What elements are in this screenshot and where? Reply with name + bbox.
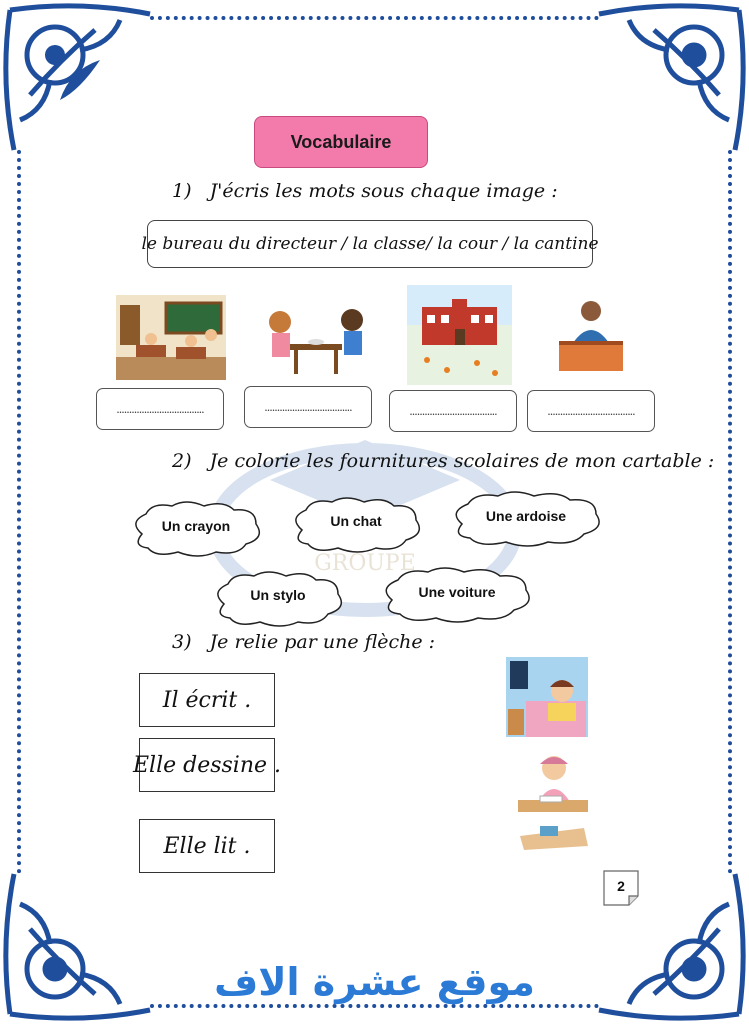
answer-box-3[interactable]: ................................... [389,390,517,432]
page-number: 2 [617,878,625,894]
answer-box-2[interactable]: ................................... [244,386,372,428]
cloud-shape [295,497,421,553]
cloud-shape [455,491,600,547]
question-2-number: 2) [172,450,192,472]
cloud-label: Un crayon [161,518,231,534]
sentence-elle-dessine[interactable]: Elle dessine . [133,738,281,792]
page-title: Vocabulaire [254,116,428,168]
ornament-corner-top-right [598,3,746,151]
question-2-text: Je colorie les fournitures scolaires de … [209,450,715,472]
site-name: موقع عشرة الاف [214,960,535,1004]
cloud-shape [217,571,343,627]
canteen-picture [260,300,370,378]
cloud-une-ardoise[interactable]: Une ardoise [448,490,604,548]
question-3-number: 3) [172,631,192,653]
cloud-un-stylo[interactable]: Un stylo [210,570,346,628]
classroom-picture [116,295,226,380]
frame-top-border [150,16,599,20]
girl-reading-picture [506,657,588,737]
ornament-corner-top-left [3,3,151,151]
word-list-box: le bureau du directeur / la classe/ la c… [141,220,599,268]
frame-left-border [17,150,21,874]
answer-box-1[interactable]: ................................... [96,388,224,430]
sentence-il-ecrit[interactable]: Il écrit . [139,673,275,727]
answer-box-4[interactable]: ................................... [527,390,655,432]
cloud-un-crayon[interactable]: Un crayon [128,500,264,558]
director-office-picture [553,295,628,380]
frame-right-border [728,150,732,874]
cloud-label: Un stylo [250,587,306,603]
sentence-elle-lit[interactable]: Elle lit . [139,819,275,873]
cloud-label: Un chat [330,513,382,529]
question-3: 3) Je relie par une flèche : [172,631,435,653]
page-number-box: 2 [603,870,639,906]
cloud-label: Une voiture [418,584,496,600]
question-2: 2) Je colorie les fournitures scolaires … [172,450,714,472]
ornament-corner-bottom-right [598,873,746,1021]
frame-bottom-border [150,1004,599,1008]
watermark-text: GROUPE [314,551,416,576]
question-1-number: 1) [172,180,192,202]
cloud-shape [385,567,530,623]
cloud-shape [135,501,261,557]
cloud-label: Une ardoise [485,508,567,524]
question-1-text: J'écris les mots sous chaque image : [209,180,558,202]
girl-drawing-picture [514,750,592,855]
ornament-corner-bottom-left [3,873,151,1021]
question-1: 1) J'écris les mots sous chaque image : [172,180,558,202]
cloud-une-voiture[interactable]: Une voiture [378,566,536,624]
page-curl-icon [603,870,639,906]
cloud-un-chat[interactable]: Un chat [288,496,424,554]
schoolyard-picture [407,285,512,385]
question-3-text: Je relie par une flèche : [209,631,436,653]
